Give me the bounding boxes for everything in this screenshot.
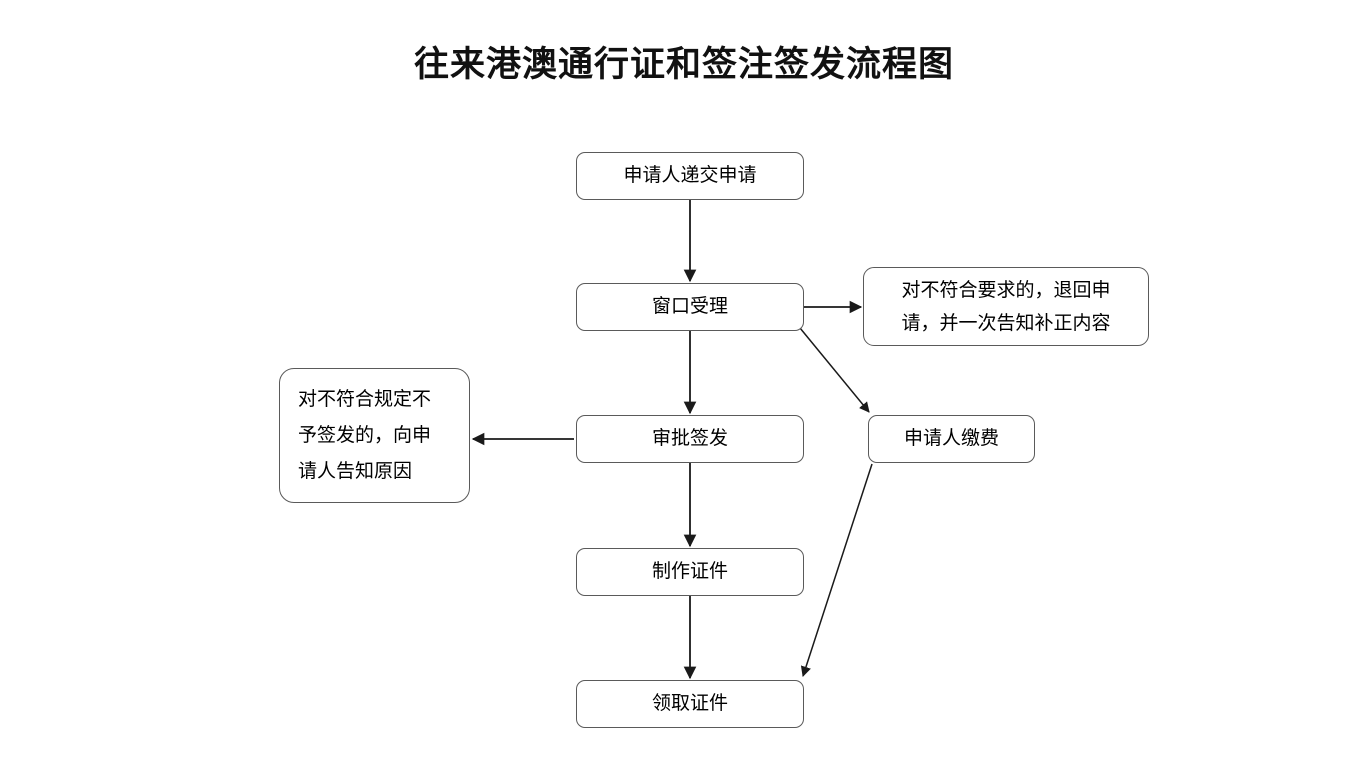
node-label: 制作证件 xyxy=(651,561,728,582)
node-label: 审批签发 xyxy=(651,428,728,449)
edge-accept-to-pay xyxy=(799,327,870,413)
node-submit-application[interactable]: 申请人递交申请 xyxy=(576,152,804,200)
node-approval-issuance[interactable]: 审批签发 xyxy=(576,415,804,463)
node-collect-certificate[interactable]: 领取证件 xyxy=(576,680,804,728)
node-return-application-note[interactable]: 对不符合要求的，退回申 请，并一次告知补正内容 xyxy=(863,267,1149,346)
node-produce-certificate[interactable]: 制作证件 xyxy=(576,548,804,596)
node-label: 申请人缴费 xyxy=(903,428,999,449)
node-label: 对不符合规定不 予签发的，向申 请人告知原因 xyxy=(298,388,432,482)
node-window-acceptance[interactable]: 窗口受理 xyxy=(576,283,804,331)
node-label: 领取证件 xyxy=(651,693,728,714)
node-label: 对不符合要求的，退回申 请，并一次告知补正内容 xyxy=(901,279,1111,334)
page-title: 往来港澳通行证和签注签发流程图 xyxy=(413,45,954,84)
node-rejection-notice[interactable]: 对不符合规定不 予签发的，向申 请人告知原因 xyxy=(279,368,470,503)
edge-pay-to-collect xyxy=(800,463,873,677)
node-label: 申请人递交申请 xyxy=(623,165,757,186)
node-label: 窗口受理 xyxy=(651,296,728,317)
node-applicant-payment[interactable]: 申请人缴费 xyxy=(868,415,1035,463)
